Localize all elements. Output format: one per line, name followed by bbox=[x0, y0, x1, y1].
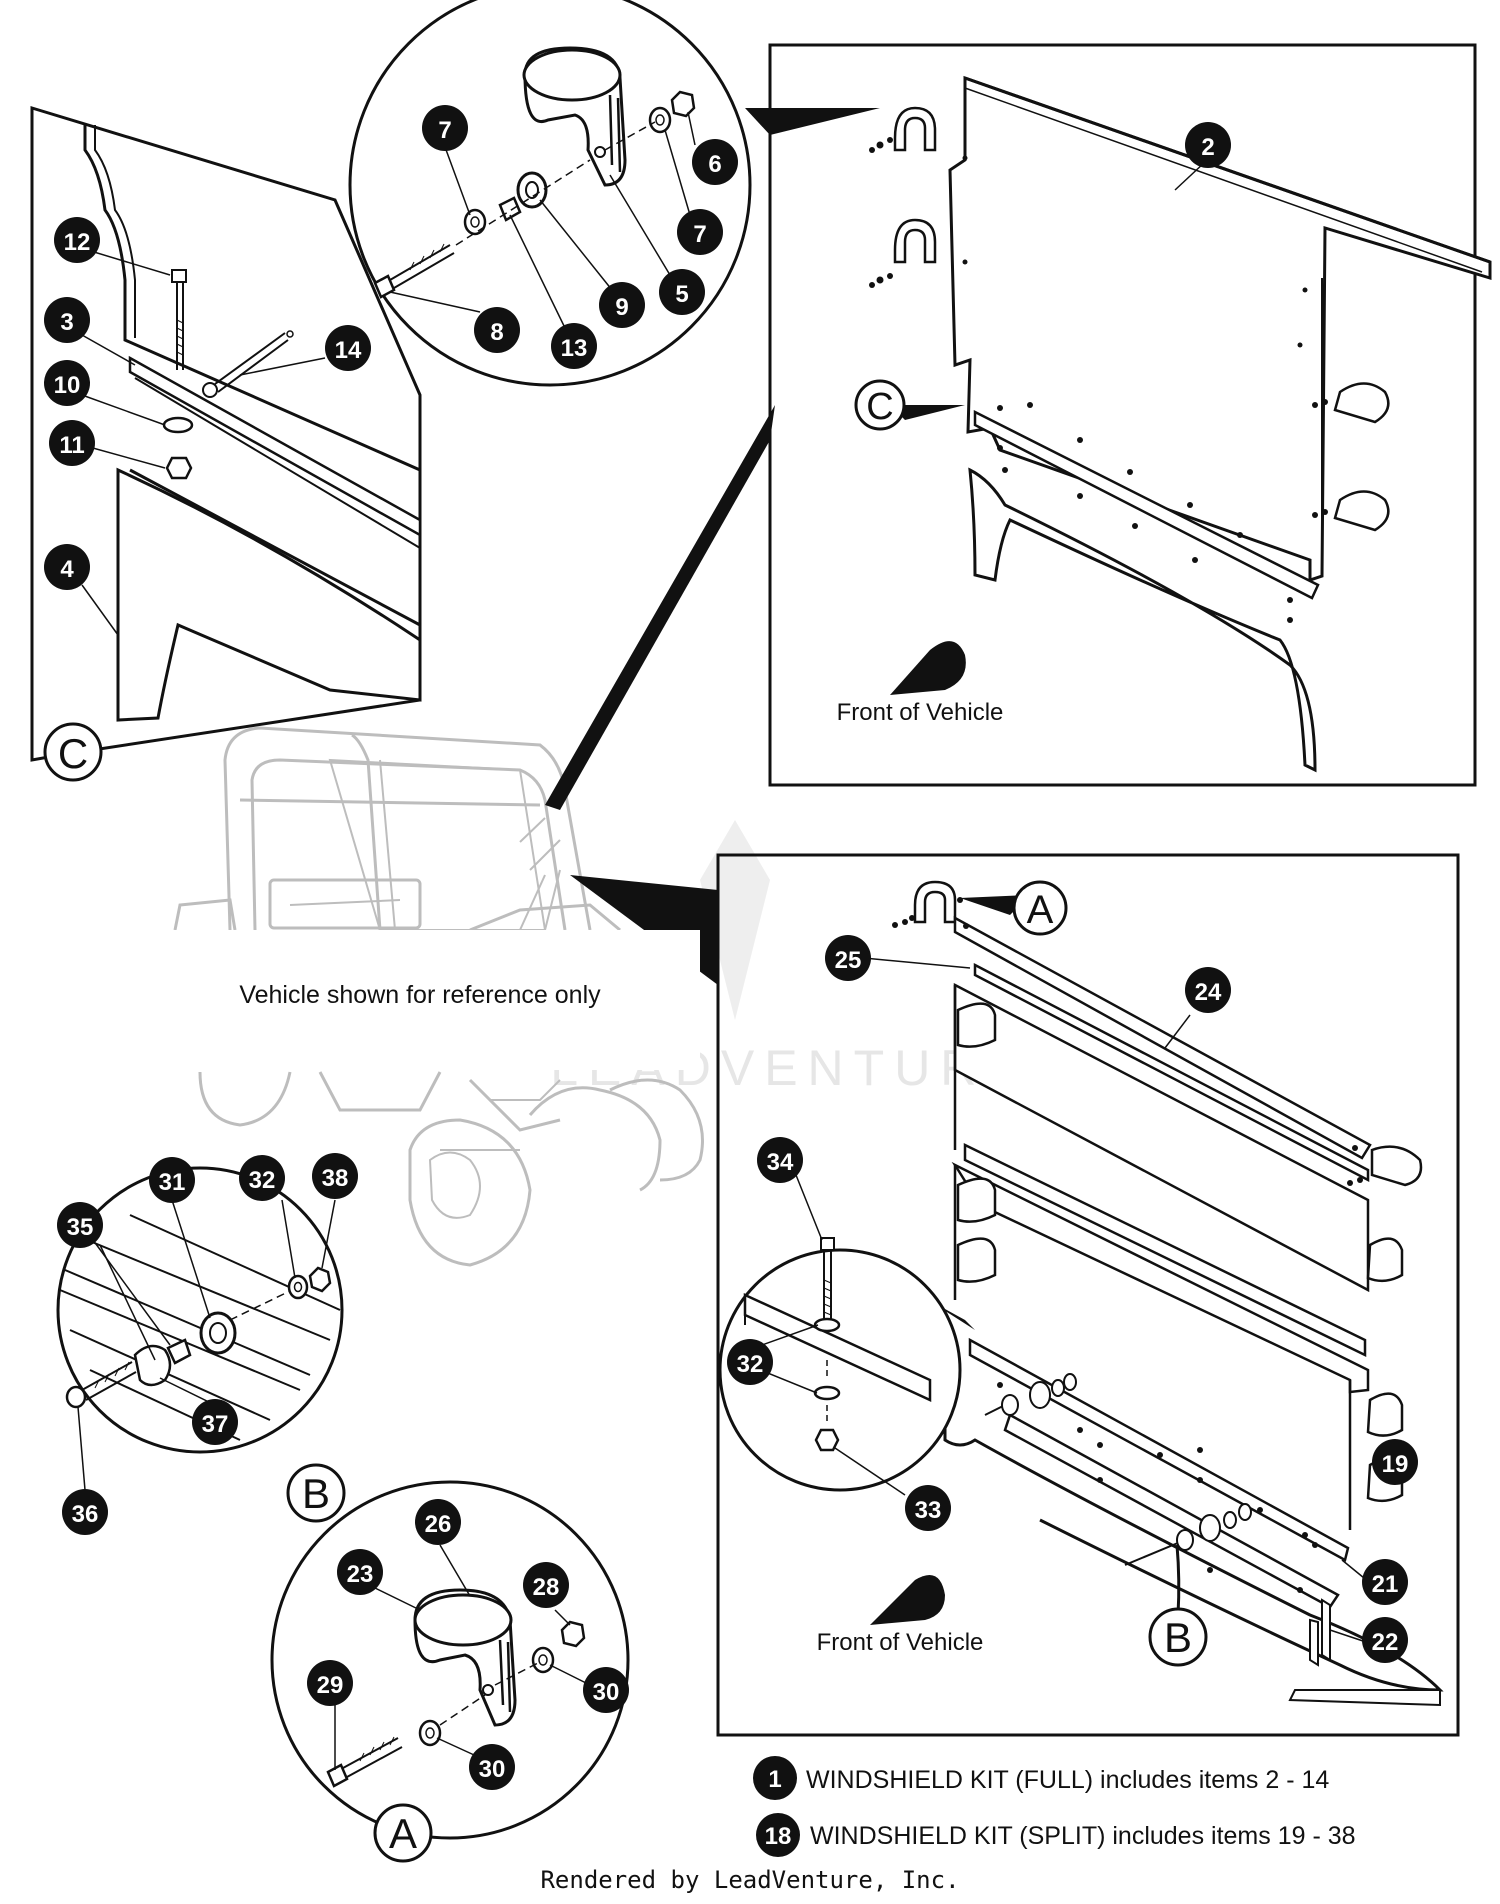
view-letter-a-top: A bbox=[1027, 888, 1054, 932]
callout-7-top-left: 7 bbox=[438, 117, 451, 144]
view-letter-a-bottom: A bbox=[389, 1810, 417, 1857]
callout-32-inset: 32 bbox=[737, 1351, 764, 1378]
detail-b: 31 32 38 35 37 36 B bbox=[56, 1153, 358, 1535]
callout-33: 33 bbox=[915, 1497, 942, 1524]
detail-c-view: 12 3 14 10 11 4 C bbox=[30, 105, 422, 782]
callout-26: 26 bbox=[425, 1511, 452, 1538]
callout-6: 6 bbox=[708, 151, 721, 178]
vehicle-note: Vehicle shown for reference only bbox=[239, 981, 601, 1009]
zoom-wedge-top bbox=[745, 108, 880, 135]
callout-5: 5 bbox=[675, 281, 688, 308]
view-letter-b-left: B bbox=[302, 1470, 330, 1517]
callout-11: 11 bbox=[59, 432, 84, 459]
view-letter-b-right: B bbox=[1164, 1614, 1192, 1661]
detail-top-clamp: 7 6 7 8 13 9 5 bbox=[348, 0, 752, 387]
callout-32-b: 32 bbox=[249, 1167, 276, 1194]
zoom-wedge-middle bbox=[545, 405, 775, 810]
split-windshield-view: A bbox=[716, 853, 1460, 1737]
view-letter-c-left: C bbox=[58, 730, 88, 777]
callout-23: 23 bbox=[347, 1561, 374, 1588]
callout-21: 21 bbox=[1372, 1571, 1399, 1598]
callout-28: 28 bbox=[533, 1574, 560, 1601]
view-letter-c-top: C bbox=[866, 386, 893, 428]
callout-9: 9 bbox=[615, 294, 628, 321]
callout-36: 36 bbox=[72, 1501, 99, 1528]
callout-34: 34 bbox=[767, 1149, 794, 1176]
legend-text-1: WINDSHIELD KIT (FULL) includes items 2 -… bbox=[806, 1766, 1329, 1794]
callout-14: 14 bbox=[335, 337, 362, 364]
callout-29: 29 bbox=[317, 1672, 344, 1699]
callout-4: 4 bbox=[60, 556, 74, 583]
callout-12: 12 bbox=[64, 229, 91, 256]
legend-text-18: WINDSHIELD KIT (SPLIT) includes items 19… bbox=[810, 1822, 1356, 1850]
legend-num-18: 18 bbox=[765, 1823, 792, 1850]
footer-credit: Rendered by LeadVenture, Inc. bbox=[540, 1866, 960, 1894]
detail-a: 26 23 28 29 30 30 A bbox=[270, 1480, 630, 1863]
callout-8: 8 bbox=[490, 319, 503, 346]
callout-10: 10 bbox=[54, 372, 81, 399]
callout-30-right: 30 bbox=[593, 1679, 620, 1706]
front-of-vehicle-bottom: Front of Vehicle bbox=[817, 1629, 984, 1656]
callout-7-top-right: 7 bbox=[693, 221, 706, 248]
callout-35: 35 bbox=[67, 1214, 94, 1241]
callout-31: 31 bbox=[159, 1169, 186, 1196]
callout-24: 24 bbox=[1195, 979, 1222, 1006]
vehicle-reference bbox=[173, 726, 704, 1267]
callout-3: 3 bbox=[60, 309, 73, 336]
callout-2: 2 bbox=[1201, 134, 1214, 161]
legend-num-1: 1 bbox=[768, 1766, 781, 1793]
callout-37: 37 bbox=[202, 1411, 229, 1438]
callout-19: 19 bbox=[1382, 1451, 1409, 1478]
vehicle-windshield bbox=[379, 759, 561, 931]
callout-22: 22 bbox=[1372, 1629, 1399, 1656]
callout-25: 25 bbox=[835, 947, 862, 974]
callout-13: 13 bbox=[561, 335, 588, 362]
front-of-vehicle-top: Front of Vehicle bbox=[837, 699, 1004, 726]
callout-38: 38 bbox=[322, 1165, 349, 1192]
callout-30-bottom: 30 bbox=[479, 1756, 506, 1783]
full-windshield-view: C 2 Front of Vehicle bbox=[768, 43, 1492, 787]
kit-legend: 1 WINDSHIELD KIT (FULL) includes items 2… bbox=[753, 1756, 1356, 1857]
